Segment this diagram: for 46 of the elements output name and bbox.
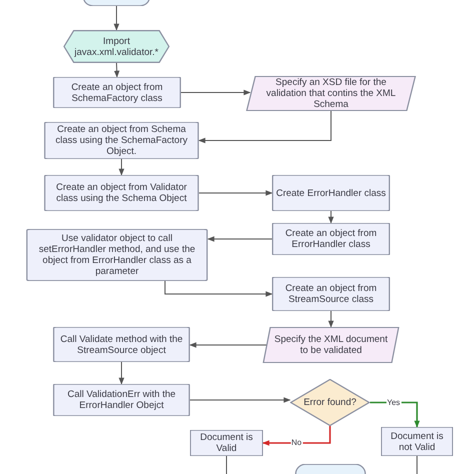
process-box (381, 427, 453, 456)
process-box (272, 175, 390, 211)
connector-arrow (198, 190, 273, 196)
node-text: Error found? (302, 397, 358, 408)
connector-arrow (180, 90, 251, 96)
node-text: Create an object from Validator class using the Schema Object (55, 182, 188, 204)
connector-arrow (114, 62, 120, 78)
process-box (272, 277, 390, 311)
edge-label: No (290, 439, 303, 447)
connector-arrow (164, 280, 273, 297)
input-parallelogram (262, 327, 400, 363)
edge-label: Yes (386, 398, 402, 406)
node-text: Call ValidationErr with the ErrorHandler Obejct (66, 389, 177, 411)
node-text: Specify an XSD file for the validation that contins the XML Schema (265, 77, 397, 110)
preparation-hexagon (63, 30, 170, 63)
node-text: Specify the XML document to be validated (273, 334, 389, 356)
process-box (272, 223, 390, 255)
node-text: Create an object from ErrorHandler class (284, 228, 378, 250)
node-text: Create an object from SchemaFactory class (70, 82, 164, 104)
connector-arrow (198, 110, 332, 144)
node-text: Document is Valid (199, 432, 254, 454)
process-box (26, 229, 208, 281)
node-text: Create an object from Schema class using the SchemaFactory Object. (54, 124, 188, 157)
process-box (44, 175, 199, 211)
process-box (53, 327, 190, 362)
connector-arrow (118, 158, 124, 176)
connector-arrow (189, 342, 268, 348)
process-box (190, 430, 263, 456)
node-text: Document is not Valid (390, 430, 444, 452)
node-text: Import javax.xml.validator.* (73, 36, 160, 58)
connector-arrow (190, 397, 291, 403)
node-text: Create an object from StreamSource class (284, 283, 378, 305)
connector-arrow (207, 236, 272, 242)
decision-diamond (290, 379, 370, 426)
connector-arrow (328, 210, 334, 224)
connector-arrow (114, 6, 120, 31)
node-text: Call Validate method with the StreamSource object (59, 334, 184, 356)
connector-arrow (328, 310, 334, 328)
process-box (53, 384, 190, 416)
process-box (53, 77, 181, 108)
node-text: Create ErrorHandler class (275, 188, 387, 198)
input-parallelogram (245, 76, 417, 111)
node-text: Use validator object to call setErrorHandler method, and use the object from ErrorHandler class as a parameter (38, 233, 196, 277)
process-box (44, 122, 199, 159)
connector-arrow (262, 426, 331, 446)
connector-arrow (118, 362, 124, 385)
